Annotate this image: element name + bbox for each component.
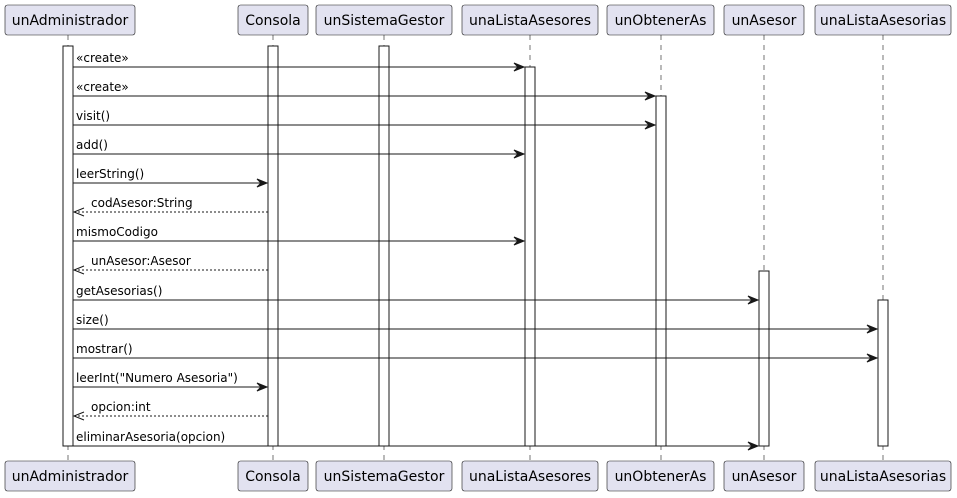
arrowhead-filled-icon [513, 236, 526, 246]
message-label: mismoCodigo [76, 225, 158, 239]
arrowhead-open-icon [72, 265, 85, 275]
participant-obtener-top: unObtenerAs [606, 4, 715, 36]
message-label: «create» [76, 80, 129, 94]
activation-bar-obtener [655, 95, 667, 447]
participant-gestor-top: unSistemaGestor [315, 4, 453, 36]
message-1: «create» [73, 80, 657, 101]
message-8: getAsesorias() [73, 284, 760, 305]
participant-box [237, 460, 309, 492]
participant-label: unSistemaGestor [324, 13, 445, 29]
arrowhead-filled-icon [513, 149, 526, 159]
message-10: mostrar() [73, 342, 879, 363]
participant-label: Consola [245, 469, 301, 485]
message-label: opcion:int [91, 400, 151, 414]
message-3: add() [73, 138, 526, 159]
participant-label: unAdministrador [12, 469, 129, 485]
participant-label: unaListaAsesores [469, 469, 591, 485]
arrowhead-filled-icon [644, 91, 657, 101]
message-label: mostrar() [76, 342, 133, 356]
arrowhead-filled-icon [866, 324, 879, 334]
participant-label: unaListaAsesores [469, 13, 591, 29]
message-label: unAsesor:Asesor [91, 254, 191, 268]
message-label: «create» [76, 51, 129, 65]
message-12: opcion:int [72, 400, 268, 421]
participant-consola-top: Consola [237, 4, 309, 36]
participant-listaAsesorias-bottom: unaListaAsesorias [814, 460, 952, 492]
message-label: leerString() [76, 167, 144, 181]
participant-listaAsesores-top: unaListaAsesores [461, 4, 599, 36]
participant-label: unaListaAsesorias [820, 13, 946, 29]
message-9: size() [73, 313, 879, 334]
activation-bar-gestor [378, 45, 390, 447]
message-label: add() [76, 138, 108, 152]
participant-box [4, 460, 136, 492]
arrowhead-filled-icon [256, 178, 269, 188]
participant-box [723, 4, 805, 36]
message-6: mismoCodigo [73, 225, 526, 246]
arrowhead-filled-icon [747, 441, 760, 451]
participant-box [606, 460, 715, 492]
participant-label: unAsesor [732, 13, 797, 29]
participant-box [606, 4, 715, 36]
participant-box [814, 460, 952, 492]
message-0: «create» [73, 51, 526, 72]
participant-label: unSistemaGestor [324, 469, 445, 485]
message-label: codAsesor:String [91, 196, 193, 210]
message-label: size() [76, 313, 109, 327]
participant-label: unObtenerAs [615, 13, 707, 29]
participant-box [315, 4, 453, 36]
message-13: eliminarAsesoria(opcion) [73, 430, 760, 451]
arrowhead-filled-icon [747, 295, 760, 305]
arrowhead-open-icon [72, 207, 85, 217]
participant-box [461, 4, 599, 36]
message-5: codAsesor:String [72, 196, 268, 217]
participant-listaAsesorias-top: unaListaAsesorias [814, 4, 952, 36]
activation-bar-admin [62, 45, 74, 447]
messages-layer: «create» «create» visit() add() leerString()… [72, 51, 879, 451]
participant-label: unAdministrador [12, 13, 129, 29]
message-label: leerInt("Numero Asesoria") [76, 371, 238, 385]
message-4: leerString() [73, 167, 269, 188]
participant-box [461, 460, 599, 492]
message-2: visit() [73, 109, 657, 130]
participant-label: unObtenerAs [615, 469, 707, 485]
arrowhead-filled-icon [866, 353, 879, 363]
participant-box [723, 460, 805, 492]
participant-listaAsesores-bottom: unaListaAsesores [461, 460, 599, 492]
activation-bar-listaAsesorias [877, 299, 889, 447]
message-label: getAsesorias() [76, 284, 162, 298]
participant-box [237, 4, 309, 36]
participant-gestor-bottom: unSistemaGestor [315, 460, 453, 492]
message-7: unAsesor:Asesor [72, 254, 268, 275]
arrowhead-filled-icon [644, 120, 657, 130]
participant-asesor-bottom: unAsesor [723, 460, 805, 492]
participant-label: Consola [245, 13, 301, 29]
activation-bar-consola [267, 45, 279, 447]
participant-box [4, 4, 136, 36]
message-11: leerInt("Numero Asesoria") [73, 371, 269, 392]
participant-admin-bottom: unAdministrador [4, 460, 136, 492]
participant-asesor-top: unAsesor [723, 4, 805, 36]
participant-obtener-bottom: unObtenerAs [606, 460, 715, 492]
activation-bar-listaAsesores [524, 66, 536, 447]
participant-box [814, 4, 952, 36]
arrowhead-filled-icon [256, 382, 269, 392]
message-label: eliminarAsesoria(opcion) [76, 430, 225, 444]
participant-box [315, 460, 453, 492]
participant-label: unAsesor [732, 469, 797, 485]
participant-label: unaListaAsesorias [820, 469, 946, 485]
participant-admin-top: unAdministrador [4, 4, 136, 36]
participant-headers-layer: unAdministradorunAdministradorConsolaCon… [4, 4, 952, 492]
participant-consola-bottom: Consola [237, 460, 309, 492]
arrowhead-open-icon [72, 411, 85, 421]
arrowhead-filled-icon [513, 62, 526, 72]
message-label: visit() [76, 109, 110, 123]
